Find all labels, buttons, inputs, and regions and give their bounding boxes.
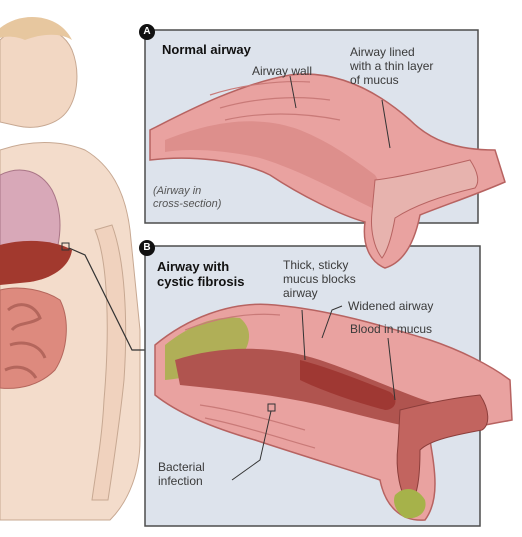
thick-mucus-label: Thick, sticky mucus blocks airway: [283, 258, 356, 300]
airway-lined-label: Airway lined with a thin layer of mucus: [350, 45, 433, 87]
panel-b-title: Airway with cystic fibrosis: [157, 259, 244, 289]
child-head: [0, 27, 77, 128]
child-figure: [0, 17, 140, 520]
panel-b-badge: B: [139, 240, 155, 256]
airway-wall-label: Airway wall: [252, 64, 312, 78]
widened-airway-label: Widened airway: [348, 299, 433, 313]
panel-a-title: Normal airway: [162, 42, 251, 57]
bacterial-infection-label: Bacterial infection: [158, 460, 205, 488]
blood-in-mucus-label: Blood in mucus: [350, 322, 432, 336]
cross-section-note: (Airway in cross-section): [153, 185, 221, 211]
panel-a-badge: A: [139, 24, 155, 40]
